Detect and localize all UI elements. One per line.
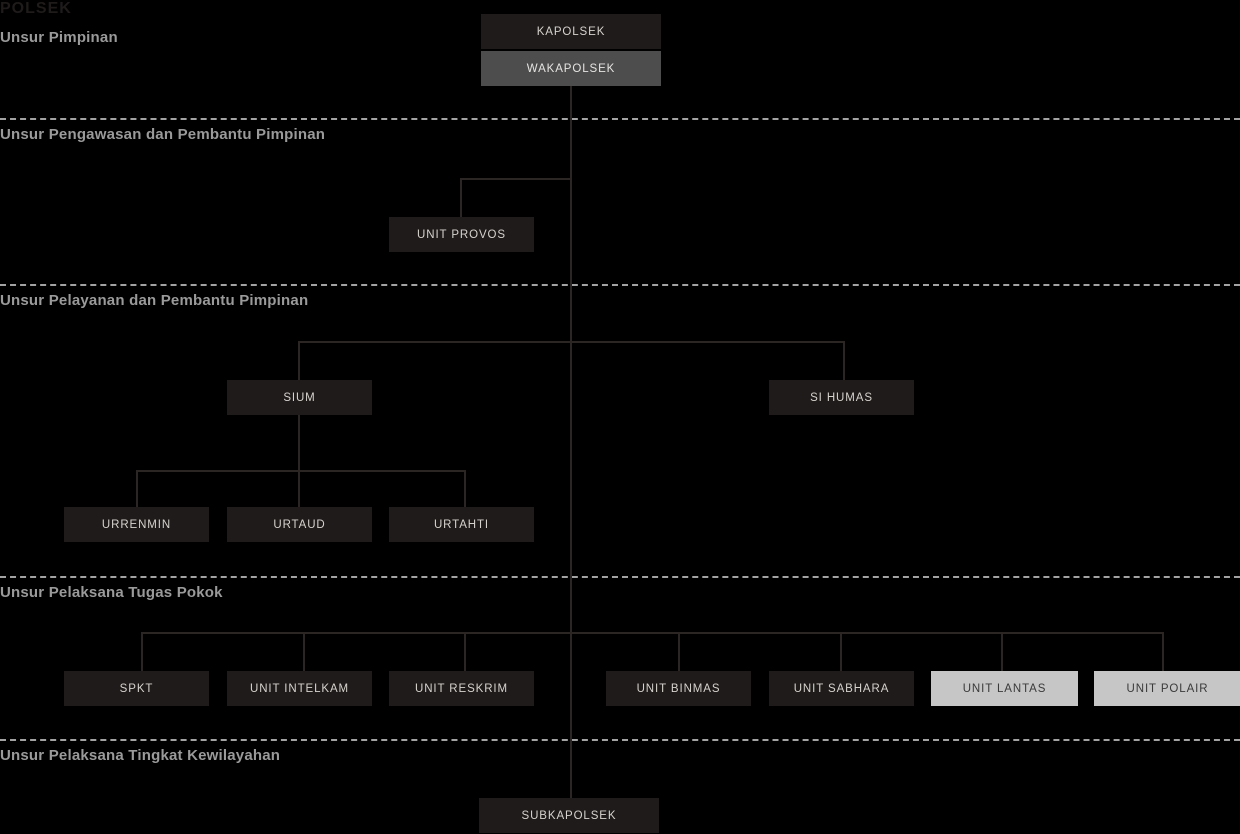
divider-kewilayahan — [0, 739, 1240, 741]
connector-urrenmin-drop — [136, 470, 138, 508]
connector-sihumas-drop — [843, 341, 845, 380]
divider-tugas-pokok — [0, 576, 1240, 578]
node-sium[interactable]: SIUM — [227, 380, 372, 415]
connector-sium-stem — [298, 415, 300, 471]
connector-spkt-drop — [141, 632, 143, 672]
connector-sium-drop — [298, 341, 300, 380]
node-urtahti[interactable]: URTAHTI — [389, 507, 534, 542]
divider-pengawasan — [0, 118, 1240, 120]
connector-urtaud-drop — [298, 470, 300, 508]
connector-sium-children-bar — [136, 470, 465, 472]
connector-reskrim-drop — [464, 632, 466, 672]
connector-intelkam-drop — [303, 632, 305, 672]
section-label-tugas-pokok: Unsur Pelaksana Tugas Pokok — [0, 584, 223, 601]
connector-polair-drop — [1162, 632, 1164, 672]
node-urrenmin[interactable]: URRENMIN — [64, 507, 209, 542]
connector-tugas-pokok-bar — [141, 632, 1162, 634]
connector-provos-horizontal — [460, 178, 572, 180]
node-unit-reskrim[interactable]: UNIT RESKRIM — [389, 671, 534, 706]
node-unit-sabhara[interactable]: UNIT SABHARA — [769, 671, 914, 706]
connector-sabhara-drop — [840, 632, 842, 672]
section-label-pelayanan: Unsur Pelayanan dan Pembantu Pimpinan — [0, 292, 309, 309]
node-kapolsek[interactable]: KAPOLSEK — [481, 14, 661, 49]
node-unit-lantas[interactable]: UNIT LANTAS — [931, 671, 1078, 706]
node-unit-polair[interactable]: UNIT POLAIR — [1094, 671, 1240, 706]
connector-pelayanan-bar — [298, 341, 845, 343]
node-urtaud[interactable]: URTAUD — [227, 507, 372, 542]
node-unit-provos[interactable]: UNIT PROVOS — [389, 217, 534, 252]
node-si-humas[interactable]: SI HUMAS — [769, 380, 914, 415]
section-label-kewilayahan: Unsur Pelaksana Tingkat Kewilayahan — [0, 747, 281, 764]
connector-provos-drop — [460, 178, 462, 218]
node-subkapolsek[interactable]: SUBKAPOLSEK — [479, 798, 659, 833]
chart-title: POLSEK — [0, 0, 72, 17]
connector-main-spine — [570, 86, 572, 800]
connector-binmas-drop — [678, 632, 680, 672]
connector-urtahti-drop — [464, 470, 466, 508]
connector-lantas-drop — [1001, 632, 1003, 672]
node-unit-intelkam[interactable]: UNIT INTELKAM — [227, 671, 372, 706]
node-spkt[interactable]: SPKT — [64, 671, 209, 706]
section-label-pimpinan: Unsur Pimpinan — [0, 29, 118, 46]
node-unit-binmas[interactable]: UNIT BINMAS — [606, 671, 751, 706]
divider-pelayanan — [0, 284, 1240, 286]
node-wakapolsek[interactable]: WAKAPOLSEK — [481, 51, 661, 86]
section-label-pengawasan: Unsur Pengawasan dan Pembantu Pimpinan — [0, 126, 326, 143]
